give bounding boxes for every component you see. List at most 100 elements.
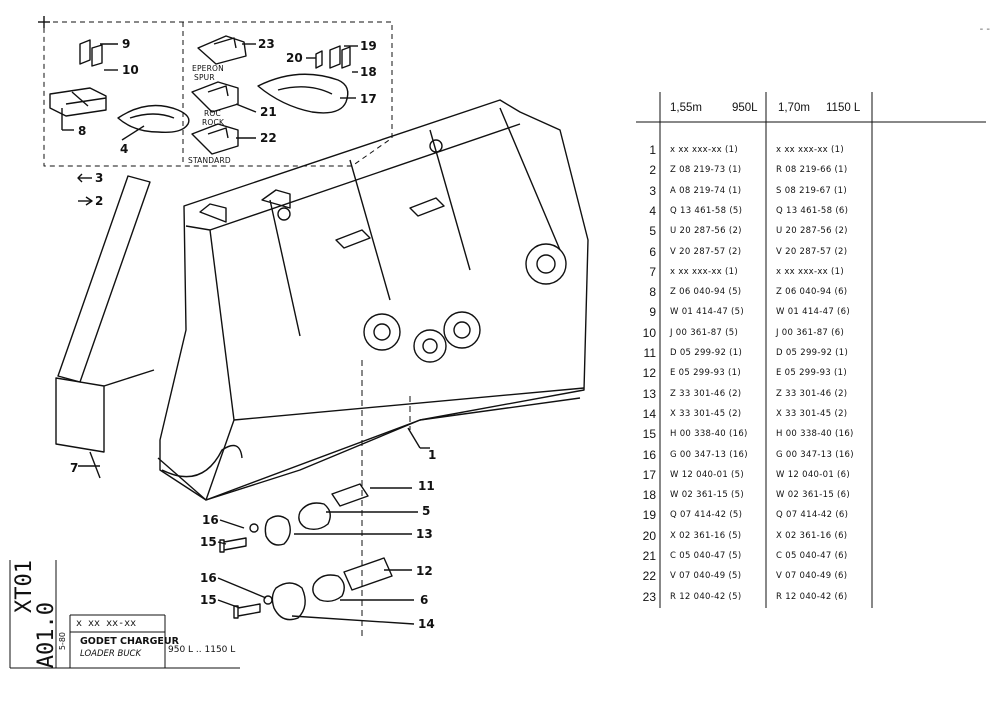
callout-16-lower: 16 [200, 571, 217, 585]
callout-6: 6 [420, 593, 429, 607]
sheet-reference: x xx xx-xx [76, 618, 137, 629]
callout-22: 22 [260, 131, 277, 145]
part-950l: J 00 361-87 (5) [670, 327, 739, 338]
row-number: 21 [642, 549, 656, 563]
part-1150l: G 00 347-13 (16) [776, 449, 854, 460]
callout-15-upper: 15 [200, 535, 217, 549]
row-number: 3 [649, 183, 656, 198]
part-950l: H 00 338-40 (16) [670, 429, 748, 440]
table-row: 20 X 02 361-16 (5) X 02 361-16 (6) [630, 526, 986, 546]
label-standard: STANDARD [188, 156, 231, 165]
sheet-title-fr: GODET CHARGEUR [80, 636, 179, 647]
table-row: 6 V 20 287-57 (2) V 20 287-57 (2) [630, 242, 986, 262]
part-1150l: W 02 361-15 (6) [776, 490, 850, 501]
part-1150l: V 20 287-57 (2) [776, 246, 848, 257]
parts-table-grid [636, 92, 986, 608]
col2-width: 1,70m [778, 102, 810, 114]
row-number: 5 [649, 224, 656, 239]
callout-10: 10 [122, 63, 139, 77]
part-1150l: X 02 361-16 (6) [776, 530, 848, 541]
row-number: 1 [649, 143, 656, 157]
row-number: 10 [642, 325, 656, 340]
row-number: 20 [642, 528, 656, 543]
callout-11: 11 [418, 479, 435, 493]
part-1150l: R 12 040-42 (6) [776, 591, 848, 602]
callout-1: 1 [428, 448, 437, 462]
part-950l: D 05 299-92 (1) [670, 348, 743, 358]
sheet-title-en: LOADER BUCK [80, 649, 142, 659]
part-950l: G 00 347-13 (16) [670, 449, 748, 460]
callout-23: 23 [258, 37, 275, 51]
callout-7: 7 [70, 461, 79, 475]
callout-4: 4 [120, 142, 129, 156]
callout-17: 17 [360, 92, 377, 106]
row-number: 6 [649, 244, 656, 259]
callout-13: 13 [416, 527, 433, 541]
table-row: 10 J 00 361-87 (5) J 00 361-87 (6) [630, 323, 986, 343]
corner-marks: - - [979, 24, 990, 35]
exploded-drawing: EPERON SPUR ROC ROCK STANDARD 9 10 8 4 2… [9, 16, 589, 669]
sheet-date: 5-80 [58, 632, 67, 651]
part-1150l: x xx xxx-xx (1) [776, 145, 844, 155]
col2-model: 1150 L [826, 102, 861, 114]
label-spur: SPUR [194, 73, 215, 82]
col1-width: 1,55m [670, 102, 702, 114]
table-row: 3 A 08 219-74 (1) S 08 219-67 (1) [630, 181, 986, 201]
part-1150l: W 01 414-47 (6) [776, 307, 850, 318]
row-number: 8 [649, 285, 656, 300]
callout-arrow-3: 3 [95, 171, 104, 185]
part-950l: E 05 299-93 (1) [670, 368, 741, 379]
part-950l: X 02 361-16 (5) [670, 530, 742, 541]
part-1150l: Q 13 461-58 (6) [776, 205, 849, 216]
part-950l: W 02 361-15 (5) [670, 490, 744, 501]
row-number: 15 [642, 427, 656, 442]
callout-arrow-2: 2 [95, 194, 104, 208]
part-950l: Z 33 301-46 (2) [670, 388, 742, 399]
row-number: 17 [642, 467, 656, 482]
part-950l: X 33 301-45 (2) [670, 408, 742, 419]
row-number: 4 [649, 203, 656, 218]
part-950l: Q 13 461-58 (5) [670, 205, 743, 216]
table-row: 13 Z 33 301-46 (2) Z 33 301-46 (2) [630, 384, 986, 404]
row-number: 12 [642, 366, 656, 381]
sheet-code-line2: A01.0 [34, 602, 59, 669]
row-number: 7 [649, 264, 656, 279]
sheet-code: XT01 A01.0 [10, 560, 59, 668]
part-1150l: J 00 361-87 (6) [776, 327, 845, 338]
part-1150l: C 05 040-47 (6) [776, 551, 848, 561]
label-rock: ROCK [202, 118, 225, 127]
part-950l: R 12 040-42 (5) [670, 591, 742, 602]
callout-14: 14 [418, 617, 435, 631]
part-1150l: H 00 338-40 (16) [776, 429, 854, 440]
part-1150l: Z 33 301-46 (2) [776, 388, 848, 399]
row-number: 23 [642, 589, 656, 604]
callout-15-lower: 15 [200, 593, 217, 607]
row-number: 13 [642, 386, 656, 401]
part-950l: Q 07 414-42 (5) [670, 510, 743, 521]
part-1150l: S 08 219-67 (1) [776, 185, 847, 196]
sheet-models: 950 L .. 1150 L [168, 645, 236, 655]
part-1150l: E 05 299-93 (1) [776, 368, 847, 379]
part-950l: W 12 040-01 (5) [670, 469, 744, 480]
part-950l: x xx xxx-xx (1) [670, 266, 738, 277]
part-1150l: Z 06 040-94 (6) [776, 287, 848, 298]
part-1150l: Q 07 414-42 (6) [776, 510, 849, 521]
part-1150l: V 07 040-49 (6) [776, 571, 848, 582]
callout-19: 19 [360, 39, 377, 53]
row-number: 11 [643, 346, 656, 360]
row-number: 9 [649, 305, 656, 320]
part-950l: V 20 287-57 (2) [670, 246, 742, 257]
part-950l: A 08 219-74 (1) [670, 185, 742, 196]
part-1150l: U 20 287-56 (2) [776, 226, 848, 237]
